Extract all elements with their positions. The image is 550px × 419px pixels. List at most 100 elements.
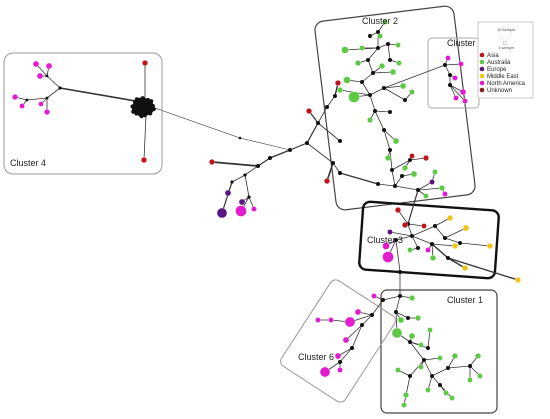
network-edge <box>431 367 449 377</box>
node-north-america <box>38 101 44 107</box>
network-edge <box>257 157 271 167</box>
node-internal <box>400 174 404 178</box>
node-internal <box>333 94 337 98</box>
node-australia <box>443 390 449 396</box>
node-australia <box>367 117 373 123</box>
network-edge <box>244 174 250 198</box>
cluster-3-label: Cluster 3 <box>367 235 403 245</box>
node-internal <box>390 168 394 172</box>
network-edge <box>444 227 467 239</box>
legend-size-large-circle <box>498 26 512 40</box>
node-north-america <box>319 366 331 378</box>
node-internal <box>394 310 398 314</box>
node-australia <box>425 387 431 393</box>
node-internal <box>305 141 309 145</box>
node-north-america <box>354 308 362 316</box>
node-north-america <box>459 88 467 96</box>
legend-box <box>477 21 534 99</box>
network-nodes <box>12 19 521 408</box>
node-asia <box>324 178 330 184</box>
network-edge <box>374 110 385 131</box>
node-north-america <box>382 242 390 250</box>
cluster-4-box <box>3 52 163 175</box>
node-australia <box>432 169 438 175</box>
node-australia <box>395 367 401 373</box>
node-internal <box>370 313 374 317</box>
node-australia <box>341 46 349 54</box>
network-edge <box>59 87 146 104</box>
node-australia <box>449 395 455 401</box>
node-internal <box>382 128 386 132</box>
network-edge <box>345 324 363 341</box>
network-edge <box>387 43 391 61</box>
node-internal <box>25 98 29 102</box>
node-internal <box>366 58 370 62</box>
node-internal <box>230 180 234 184</box>
node-asia <box>141 157 147 163</box>
node-internal <box>468 364 472 368</box>
node-australia <box>467 377 473 383</box>
node-middle-east <box>452 243 458 249</box>
network-edge <box>317 106 328 124</box>
node-internal <box>338 360 342 364</box>
node-internal <box>45 96 49 100</box>
node-internal <box>368 93 372 97</box>
network-edge <box>427 329 431 349</box>
node-north-america <box>235 205 247 217</box>
node-asia <box>142 60 148 66</box>
node-internal <box>371 71 375 75</box>
node-asia <box>402 222 408 228</box>
node-internal <box>350 346 354 350</box>
node-north-america <box>458 61 464 67</box>
node-australia <box>348 91 360 103</box>
node-internal <box>58 86 62 90</box>
cluster-5-label: Cluster 5 <box>447 38 483 48</box>
node-internal <box>381 298 385 302</box>
network-edge <box>231 174 246 183</box>
legend-swatch-australia <box>479 59 485 65</box>
network-edge <box>444 237 461 244</box>
network-edge <box>389 149 393 171</box>
legend-size-small-label: 1 sample <box>498 45 515 50</box>
node-australia <box>395 42 401 48</box>
network-edge <box>407 223 413 237</box>
network-edge <box>423 359 433 377</box>
node-australia <box>382 19 388 25</box>
legend-label-europe: Europe <box>487 67 507 73</box>
network-edge <box>405 375 411 396</box>
cluster-1-box <box>380 289 498 414</box>
node-internal <box>316 121 320 125</box>
network-edge <box>394 175 403 187</box>
network-edge <box>395 239 401 273</box>
legend-label-australia: Australia <box>487 60 511 66</box>
network-edge <box>326 95 336 108</box>
node-internal <box>448 83 452 87</box>
cluster-2-label: Cluster 2 <box>362 16 398 26</box>
network-edge <box>306 122 319 144</box>
node-internal <box>408 158 412 162</box>
node-australia <box>475 353 481 359</box>
node-australia <box>343 76 351 84</box>
node-internal <box>403 98 407 102</box>
node-north-america <box>462 98 468 104</box>
network-edge <box>367 47 379 61</box>
node-australia <box>377 33 383 39</box>
network-edge <box>459 242 491 247</box>
network-edge <box>395 235 413 241</box>
node-internal <box>268 156 272 160</box>
node-internal <box>388 148 392 152</box>
node-australia <box>430 255 436 261</box>
network-edge <box>377 183 396 187</box>
node-middle-east <box>462 224 470 232</box>
node-north-america <box>251 206 257 212</box>
node-north-america <box>382 251 394 263</box>
node-australia <box>397 316 405 324</box>
network-edge <box>372 71 394 74</box>
node-internal <box>406 316 410 320</box>
node-internal <box>142 113 148 118</box>
node-australia <box>401 402 407 408</box>
node-internal <box>148 111 153 116</box>
node-internal <box>422 358 426 362</box>
node-internal <box>410 234 414 238</box>
node-australia <box>415 315 421 321</box>
